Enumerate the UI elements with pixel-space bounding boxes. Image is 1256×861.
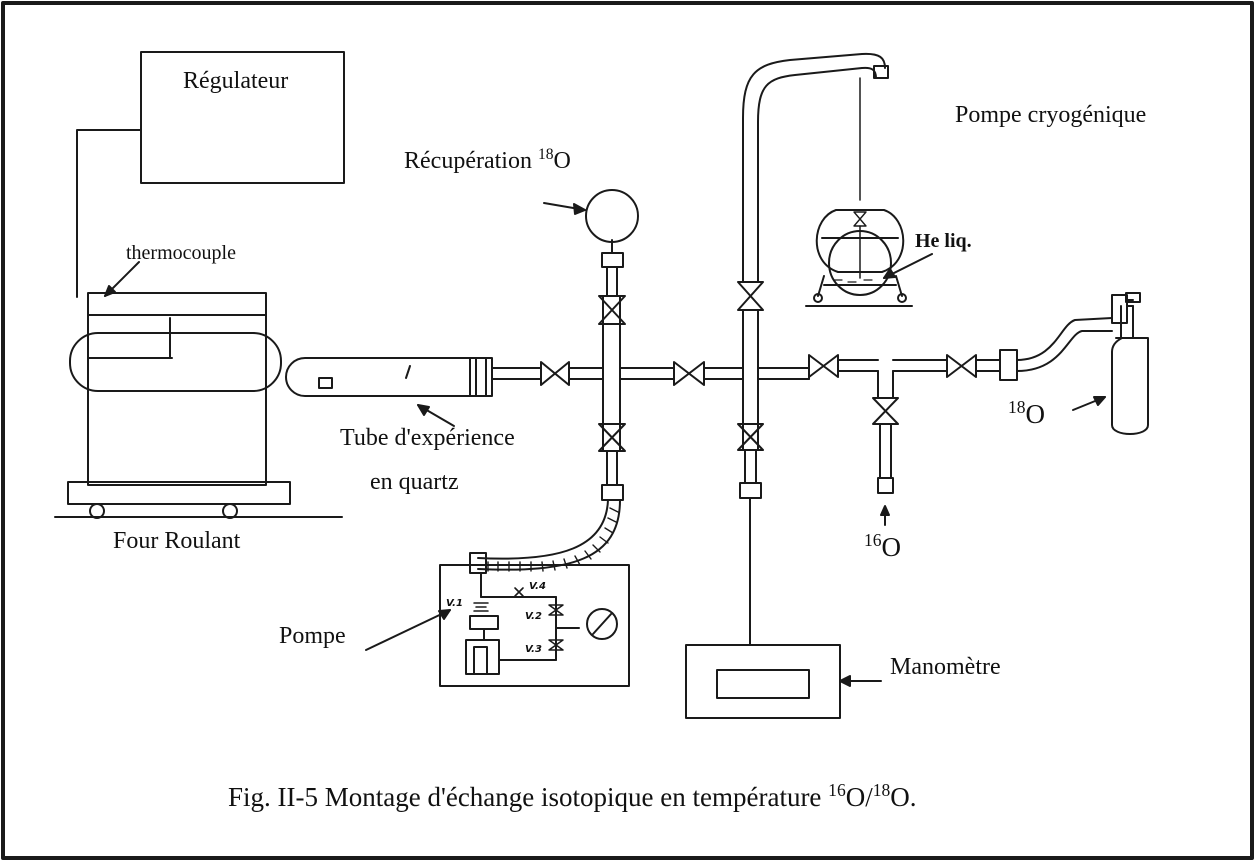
o18-o-symbol: O	[1025, 399, 1046, 429]
pompe-cryo-label: Pompe cryogénique	[955, 102, 1147, 128]
main-manifold	[491, 359, 1001, 380]
caption-sup-18: 18	[872, 780, 891, 800]
valve-v3-label: V.3	[525, 644, 542, 655]
o16-isotope-number: 16	[864, 530, 882, 550]
o18-cylinder-label: 18O	[1008, 397, 1045, 430]
caption-mid: O/	[845, 782, 873, 812]
recuperation-isotope-number: 18	[537, 146, 554, 163]
horizontal-valves	[540, 354, 977, 386]
cross-cryo-manometer	[737, 281, 764, 646]
valve-v4-label: V.4	[529, 581, 546, 592]
recuperation-label: Récupération 18O	[404, 146, 571, 175]
regulateur-label: Régulateur	[183, 68, 289, 94]
caption-text: Fig. II-5 Montage d'échange isotopique e…	[228, 782, 822, 812]
caption-end: O.	[890, 782, 917, 812]
pompe-label: Pompe	[279, 623, 346, 649]
o16-o-symbol: O	[881, 532, 902, 562]
tube-label-line2: en quartz	[370, 469, 459, 495]
cryostat	[805, 77, 913, 307]
cross-recovery-pump	[598, 239, 626, 501]
pump-unit	[439, 564, 630, 687]
four-roulant-label: Four Roulant	[113, 528, 241, 554]
tube-label-line1: Tube d'expérience	[340, 425, 515, 451]
o18-cylinder	[999, 292, 1149, 435]
quartz-tube	[285, 357, 493, 397]
recuperation-text: Récupération	[404, 148, 532, 174]
regulator-wire	[76, 129, 142, 298]
valve-v1-label: V.1	[446, 598, 463, 609]
valve-v2-label: V.2	[525, 611, 542, 622]
manometre-label: Manomètre	[890, 654, 1001, 680]
tee-16o	[872, 370, 899, 526]
regulator-box	[140, 51, 345, 184]
recovery-bulb	[585, 189, 639, 243]
figure-caption: Fig. II-5 Montage d'échange isotopique e…	[228, 780, 916, 813]
thermocouple-label: thermocouple	[126, 242, 236, 264]
cryo-hose	[742, 52, 889, 283]
he-liq-label: He liq.	[915, 230, 972, 252]
caption-sup-16: 16	[828, 780, 846, 800]
manometer	[685, 644, 841, 719]
o16-inlet-label: 16O	[864, 530, 901, 563]
o18-isotope-number: 18	[1008, 397, 1026, 417]
recuperation-o-symbol: O	[553, 148, 571, 174]
furnace	[54, 292, 343, 519]
flex-hose	[469, 499, 621, 574]
